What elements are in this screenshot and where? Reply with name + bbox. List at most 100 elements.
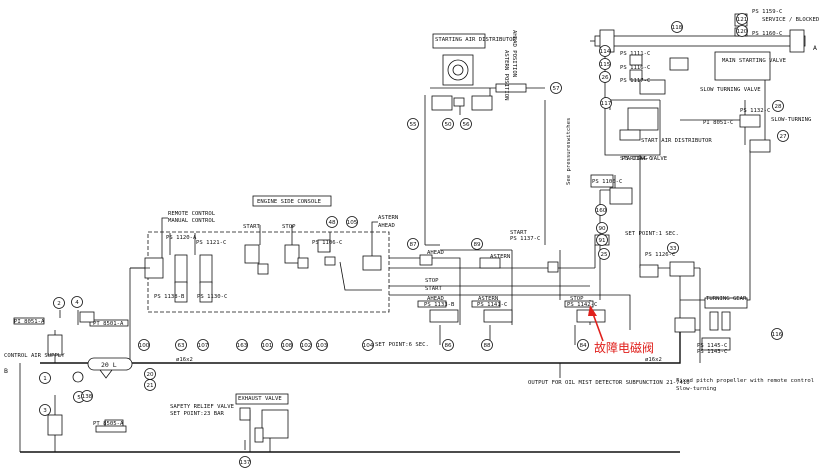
svg-text:33: 33 — [669, 246, 677, 252]
svg-text:26: 26 — [601, 75, 609, 81]
fault-label: 故障电磁阀 — [594, 340, 654, 355]
label-starting-valve: STARTING VALVE — [620, 156, 668, 162]
label-main-starting: MAIN STARTING VALVE — [722, 58, 787, 64]
label-receiver: 20 L — [101, 361, 117, 369]
text-labels: SERVICE / BLOCKED A MAIN STARTING VALVE … — [4, 17, 820, 417]
num-2: 2 — [53, 297, 65, 309]
label-astern-88: ASTERN — [478, 296, 498, 302]
num-160: 160 — [595, 204, 607, 216]
svg-text:PS 1133-B: PS 1133-B — [424, 302, 455, 308]
svg-text:PS 1130-C: PS 1130-C — [197, 294, 227, 300]
svg-text:89: 89 — [473, 242, 481, 248]
label-ahead-console: AHEAD — [378, 223, 395, 229]
svg-text:3: 3 — [43, 408, 47, 414]
label-remote-control: REMOTE CONTROL — [168, 211, 216, 217]
svg-text:4: 4 — [75, 300, 79, 306]
svg-text:PS 1143-C: PS 1143-C — [697, 349, 727, 355]
num-33: 33 — [667, 242, 679, 254]
label-a: A — [813, 44, 817, 52]
label-stop-84: STOP — [570, 296, 584, 302]
label-set-point-23: SET POINT:23 BAR — [170, 411, 225, 417]
svg-text:101: 101 — [262, 343, 273, 349]
num-55: 55 — [407, 118, 419, 130]
svg-text:20: 20 — [146, 372, 154, 378]
svg-text:PS 1117-C: PS 1117-C — [620, 78, 650, 84]
fault-marker: 故障电磁阀 — [588, 305, 654, 355]
label-slow-turning-valve: SLOW TURNING VALVE — [700, 87, 761, 93]
label-astern-position: ASTERN POSITION — [503, 50, 509, 101]
svg-text:PS 1145-C: PS 1145-C — [697, 343, 727, 349]
svg-text:PS 1126-C: PS 1126-C — [645, 252, 675, 258]
svg-text:104: 104 — [363, 343, 374, 349]
svg-text:90: 90 — [598, 226, 606, 232]
svg-text:138: 138 — [82, 394, 93, 400]
svg-text:25: 25 — [600, 252, 608, 258]
label-title-note-2: Slow-turning — [676, 386, 716, 392]
label-control-air-supply: CONTROL AIR SUPPLY — [4, 353, 65, 359]
svg-text:107: 107 — [198, 343, 209, 349]
label-set-point-1: SET POINT:1 SEC. — [625, 231, 679, 237]
svg-text:21: 21 — [146, 383, 154, 389]
svg-text:87: 87 — [409, 242, 417, 248]
label-start-bus: START — [425, 286, 442, 292]
svg-text:116: 116 — [772, 332, 783, 338]
label-starting-air-distributor: STARTING AIR DISTRIBUTOR — [435, 37, 516, 43]
num-50: 50 — [442, 118, 454, 130]
label-service-blocked: SERVICE / BLOCKED — [762, 17, 820, 23]
svg-text:108: 108 — [282, 343, 293, 349]
label-safety-relief: SAFETY RELIEF VALVE — [170, 404, 235, 410]
label-title-note-1: Fixed pitch propeller with remote contro… — [676, 378, 814, 384]
label-stop-bus: STOP — [425, 278, 439, 284]
num-3: 3 — [39, 404, 51, 416]
exhaust-relief — [235, 393, 289, 450]
num-21: 21 — [144, 379, 156, 391]
label-set-point-6: SET POINT:6 SEC. — [375, 342, 429, 348]
svg-text:115: 115 — [600, 62, 611, 68]
num-120: 120 — [736, 25, 748, 37]
svg-text:86: 86 — [444, 343, 452, 349]
svg-text:PT 8505-A: PT 8505-A — [93, 421, 124, 427]
num-116: 116 — [771, 328, 783, 340]
svg-text:PS 1116-C: PS 1116-C — [620, 65, 650, 71]
num-28: 28 — [772, 100, 784, 112]
num-1: 1 — [39, 372, 51, 384]
label-b: B — [4, 367, 8, 375]
lower-valves — [257, 174, 748, 351]
svg-text:105: 105 — [347, 220, 358, 226]
svg-text:PI 8051-A: PI 8051-A — [14, 319, 45, 325]
num-121: 121 — [736, 13, 748, 25]
num-114: 114 — [599, 45, 611, 57]
svg-text:1: 1 — [43, 376, 47, 382]
svg-text:118: 118 — [672, 25, 683, 31]
svg-text:91: 91 — [598, 238, 606, 244]
svg-text:27: 27 — [779, 134, 787, 140]
label-stop-console: STOP — [282, 224, 296, 230]
label-ahead-position: AHEAD POSITION — [511, 30, 517, 77]
svg-text:114: 114 — [600, 49, 611, 55]
label-astern-89: ASTERN — [490, 254, 510, 260]
component-numbers: 1 2 3 4 5 20 21 25 26 27 28 33 48 50 55 … — [39, 13, 789, 468]
left-supply — [13, 310, 133, 436]
svg-text:PT 8501-A: PT 8501-A — [93, 321, 124, 327]
num-163: 163 — [236, 339, 248, 351]
svg-text:PS 1160-C: PS 1160-C — [752, 31, 782, 37]
engine-side-console — [130, 195, 390, 313]
num-115: 115 — [599, 58, 611, 70]
svg-text:PS 1132-C: PS 1132-C — [740, 108, 770, 114]
num-56: 56 — [460, 118, 472, 130]
svg-text:55: 55 — [409, 122, 417, 128]
label-engine-side-console: ENGINE SIDE CONSOLE — [257, 199, 322, 205]
svg-text:63: 63 — [177, 343, 185, 349]
svg-text:100: 100 — [139, 343, 150, 349]
svg-text:PS 1100-C: PS 1100-C — [592, 179, 622, 185]
svg-text:PS 1159-C: PS 1159-C — [752, 9, 782, 15]
num-118: 118 — [671, 21, 683, 33]
num-138: 138 — [81, 390, 93, 402]
num-107: 107 — [197, 339, 209, 351]
pipework — [19, 75, 766, 453]
svg-text:PS 1121-C: PS 1121-C — [196, 240, 226, 246]
num-100: 100 — [138, 339, 150, 351]
label-pressure-switch-note: See pressureswitches — [566, 118, 572, 185]
svg-text:5: 5 — [77, 395, 81, 401]
